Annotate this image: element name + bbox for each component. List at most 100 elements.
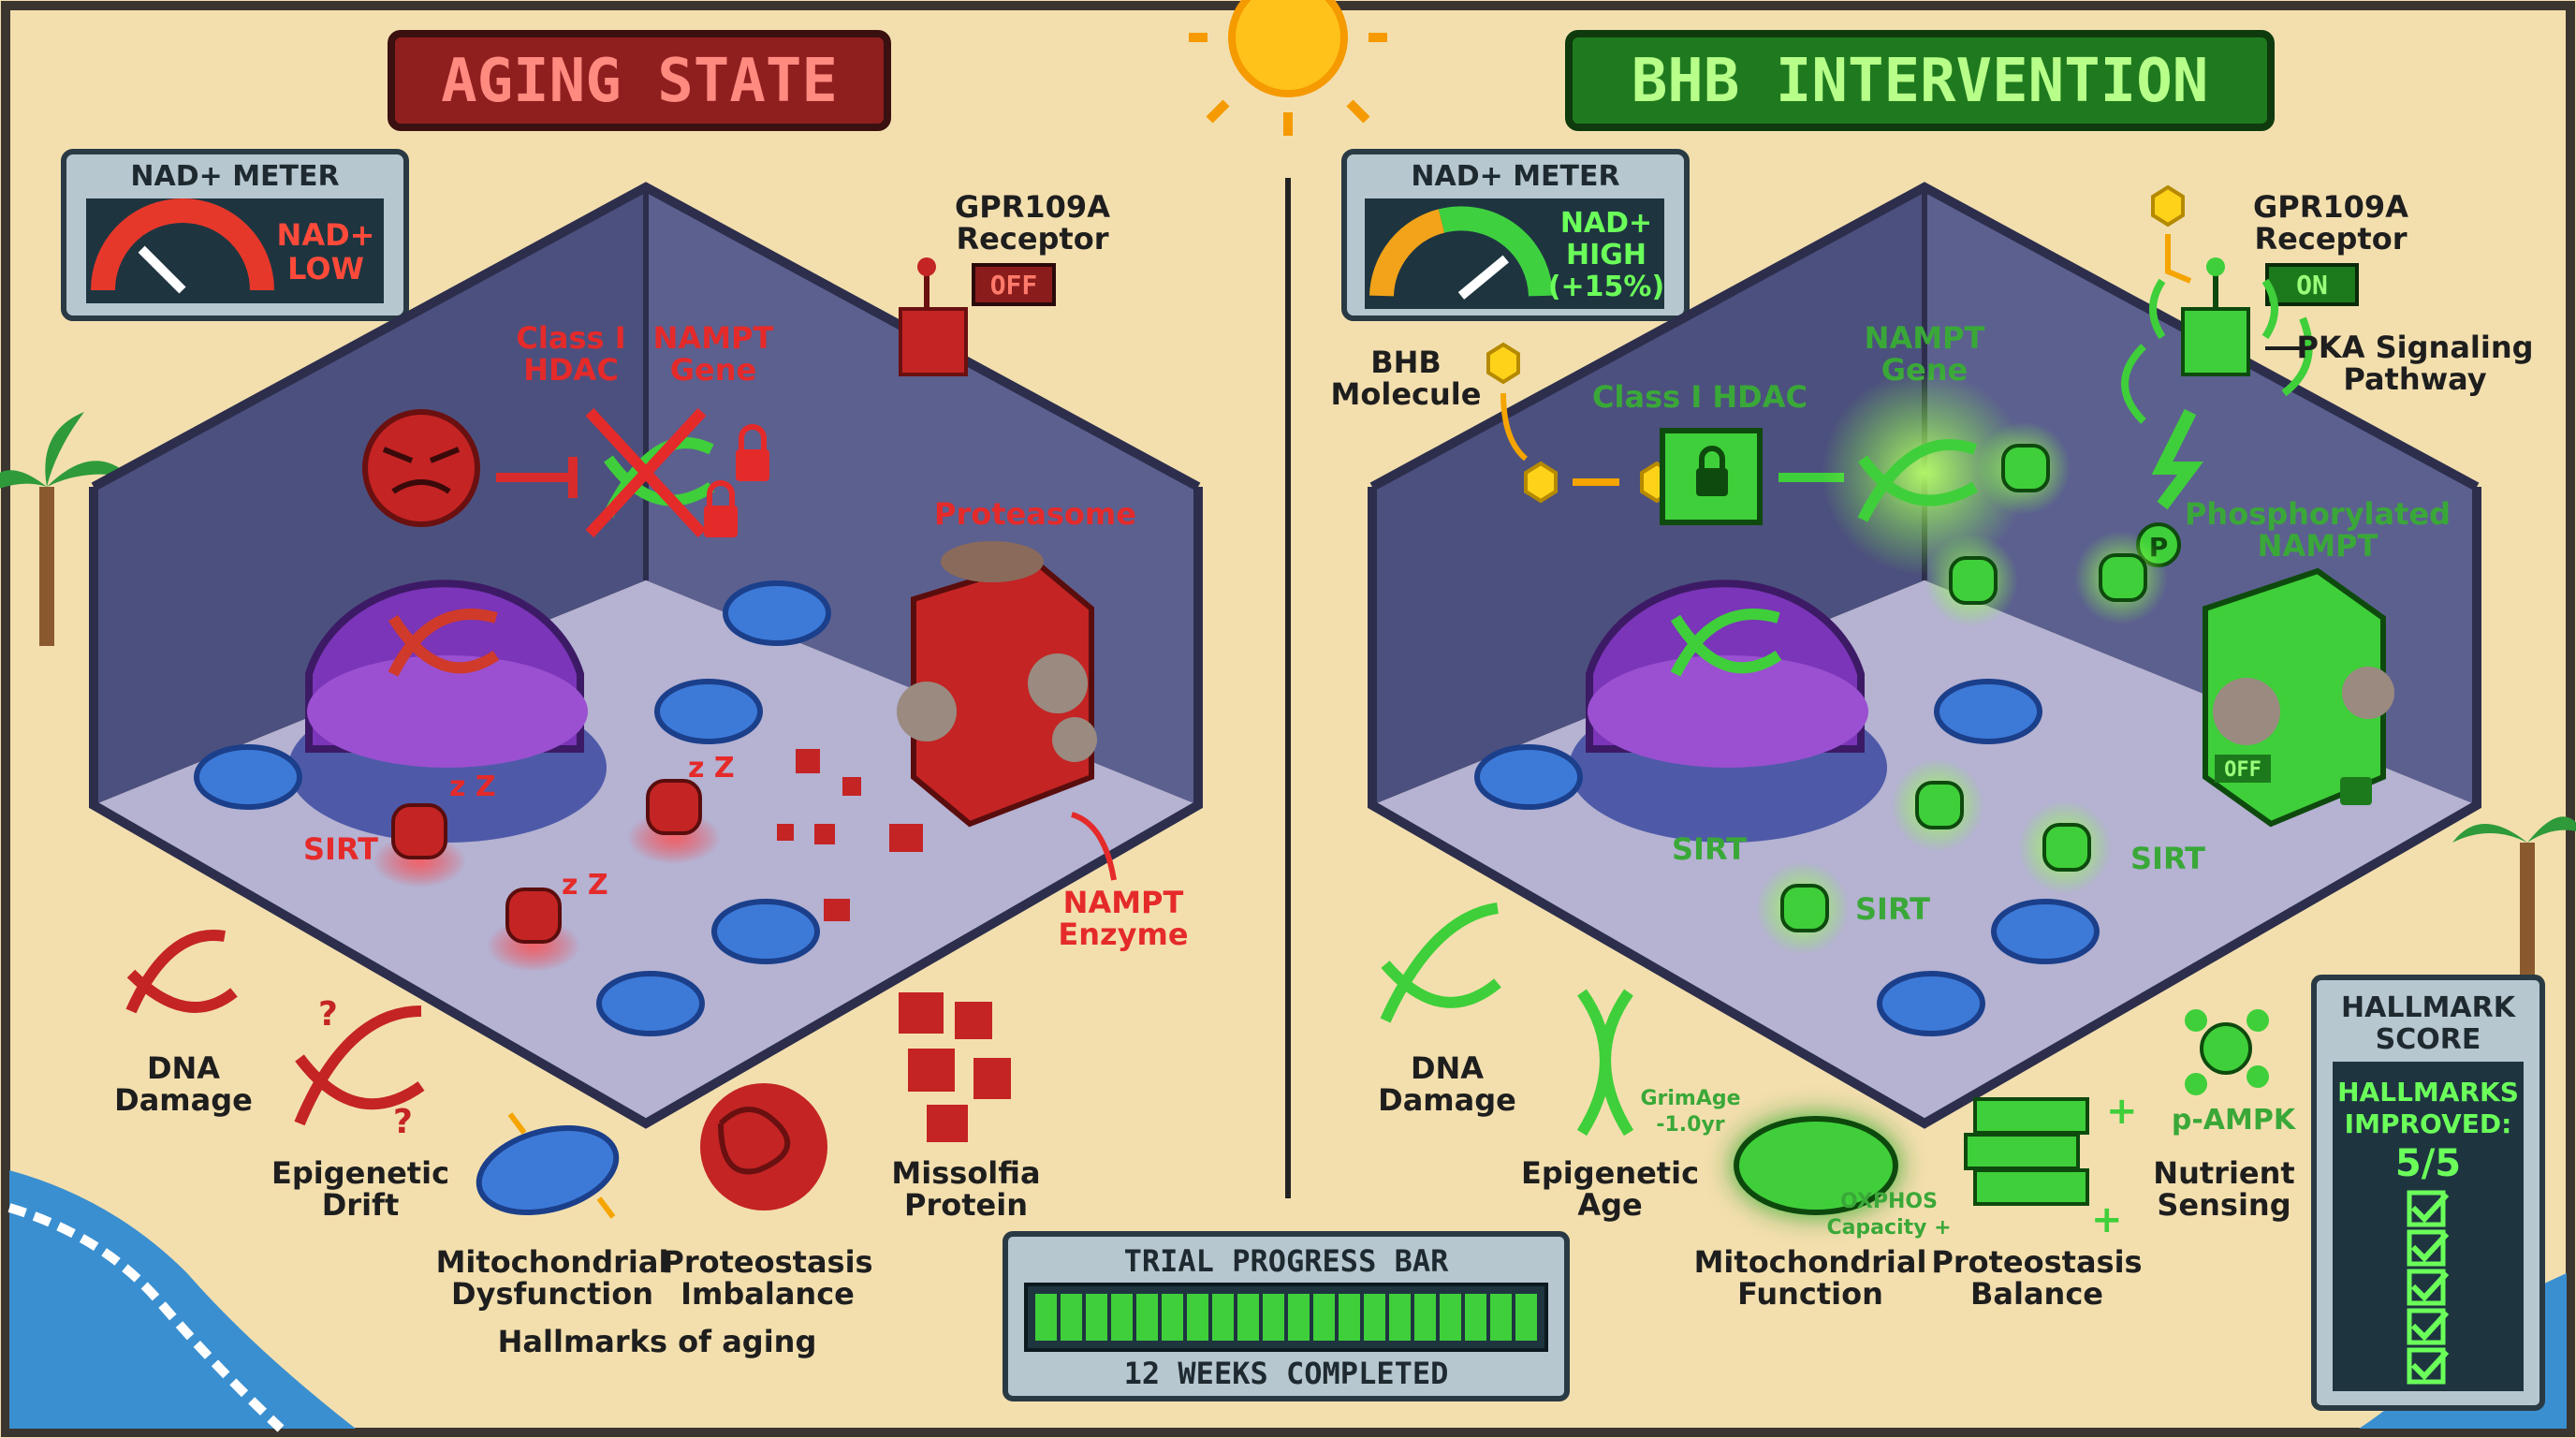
svg-text:12 WEEKS COMPLETED: 12 WEEKS COMPLETED: [1124, 1356, 1449, 1391]
svg-text:Phosphorylated: Phosphorylated: [2185, 496, 2451, 532]
svg-text:(+15%): (+15%): [1548, 271, 1664, 303]
svg-text:Dysfunction: Dysfunction: [451, 1276, 653, 1312]
svg-text:Damage: Damage: [114, 1082, 253, 1118]
score-value: 5/5: [2395, 1142, 2461, 1185]
check-mark: [2410, 1270, 2450, 1302]
svg-text:PKA Signaling: PKA Signaling: [2296, 330, 2533, 365]
progress-segment: [1339, 1294, 1360, 1341]
progress-segment: [1288, 1294, 1310, 1341]
svg-text:Molecule: Molecule: [1331, 376, 1482, 412]
gauge-arc: [91, 198, 274, 291]
progress-segment: [1440, 1294, 1461, 1341]
svg-text:Capacity +: Capacity +: [1826, 1216, 1951, 1240]
hallmark-score-panel: HALLMARK SCORE HALLMARKS IMPROVED: 5/5: [2311, 975, 2545, 1411]
svg-text:?: ?: [318, 995, 338, 1034]
svg-text:Mitochondrial: Mitochondrial: [436, 1244, 669, 1280]
svg-text:Missolfia: Missolfia: [891, 1155, 1040, 1191]
nucleus-right: [1569, 580, 1887, 843]
check-mark: [2410, 1231, 2450, 1263]
wave-left: [7, 1203, 285, 1432]
svg-text:Proteostasis: Proteostasis: [662, 1244, 872, 1280]
hallmark-epigenetic-drift-left: ? ? Epigenetic Drift: [271, 995, 449, 1223]
nad-meter-right: NAD+ METER NAD+ HIGH (+15%): [1341, 149, 1690, 321]
svg-text:HALLMARKS: HALLMARKS: [2337, 1077, 2519, 1108]
svg-text:Damage: Damage: [1378, 1082, 1516, 1118]
svg-text:NAMPT: NAMPT: [1865, 320, 1985, 356]
proteasome-left: [897, 541, 1097, 828]
progress-segment: [1490, 1294, 1512, 1341]
svg-text:+: +: [2091, 1198, 2123, 1241]
proteasome-right: OFF: [2203, 567, 2394, 828]
svg-text:p-AMPK: p-AMPK: [2172, 1104, 2297, 1137]
hallmark-nutrient-sensing-right: p-AMPK Nutrient Sensing: [2153, 1009, 2297, 1223]
svg-text:SIRT: SIRT: [1855, 891, 1930, 927]
svg-text:HIGH: HIGH: [1566, 239, 1647, 271]
lock-icon: [704, 480, 738, 537]
svg-text:Function: Function: [1737, 1276, 1883, 1312]
svg-text:Receptor: Receptor: [957, 221, 1109, 257]
progress-segment: [1515, 1294, 1537, 1341]
check-icon: [2407, 1229, 2446, 1267]
svg-text:NAD+: NAD+: [277, 217, 375, 253]
hallmark-epigenetic-age-right: GrimAge -1.0yr Epigenetic Age: [1521, 989, 1741, 1223]
hallmarks-caption: Hallmarks of aging: [498, 1324, 817, 1359]
hallmark-mitochondrial-dysfunction-left: Mitochondrial Dysfunction: [436, 1112, 669, 1312]
progress-segment: [1187, 1294, 1208, 1341]
check-icon: [2407, 1347, 2446, 1385]
svg-text:OFF: OFF: [2224, 758, 2261, 782]
svg-text:DNA: DNA: [1411, 1050, 1484, 1086]
receptor-status-on: ON: [2265, 263, 2359, 306]
arrow-icon: [1071, 812, 1117, 881]
svg-text:Gene: Gene: [670, 352, 756, 388]
progress-segment: [1364, 1294, 1385, 1341]
svg-text:HALLMARK: HALLMARK: [2341, 991, 2517, 1024]
hallmark-mitochondrial-function-right: OXPHOS Capacity + Mitochondrial Function: [1694, 1116, 1952, 1312]
svg-text:SIRT: SIRT: [1672, 831, 1747, 867]
svg-text:DNA: DNA: [147, 1050, 220, 1086]
protein-fragments: [777, 749, 923, 921]
svg-text:HDAC: HDAC: [523, 352, 619, 388]
sun-icon: [1189, 0, 1387, 136]
progress-segment: [1136, 1294, 1158, 1341]
svg-text:Protein: Protein: [904, 1187, 1028, 1223]
sirt-active-enzymes: [1756, 421, 2168, 955]
check-icon: [2407, 1308, 2446, 1345]
progress-segment: [1237, 1294, 1259, 1341]
progress-segment: [1212, 1294, 1234, 1341]
progress-segment: [1111, 1294, 1133, 1341]
hallmark-proteostasis-imbalance-left: Proteostasis Imbalance: [662, 1083, 873, 1312]
trial-progress-panel: TRIAL PROGRESS BAR 12 WEEKS COMPLETED: [1003, 1231, 1570, 1401]
mitochondria-left: [194, 580, 831, 1036]
svg-text:AGING STATE: AGING STATE: [441, 47, 838, 116]
bhb-intervention-title: BHB INTERVENTION: [1565, 30, 2275, 131]
score-checkboxes: [2407, 1190, 2450, 1385]
svg-text:z Z: z Z: [562, 869, 608, 902]
svg-text:GPR109A: GPR109A: [955, 189, 1110, 225]
nucleus-left: [288, 580, 607, 843]
svg-text:NAD+: NAD+: [1560, 207, 1652, 240]
svg-text:Epigenetic: Epigenetic: [1521, 1155, 1699, 1191]
check-mark: [2410, 1349, 2450, 1381]
svg-text:OFF: OFF: [990, 270, 1038, 301]
lock-icon: [736, 424, 769, 481]
svg-text:OXPHOS: OXPHOS: [1840, 1190, 1938, 1213]
progress-segment: [1035, 1294, 1057, 1341]
svg-text:NAD+ METER: NAD+ METER: [130, 160, 339, 193]
hdac-enzyme-icon: [362, 409, 578, 527]
svg-text:GPR109A: GPR109A: [2253, 189, 2408, 225]
svg-text:z Z: z Z: [449, 770, 496, 803]
svg-text:Drift: Drift: [322, 1187, 400, 1223]
svg-text:ON: ON: [2296, 270, 2328, 301]
svg-text:NAMPT: NAMPT: [2258, 528, 2378, 564]
check-icon: [2407, 1190, 2446, 1227]
svg-text:Nutrient: Nutrient: [2153, 1155, 2294, 1191]
svg-text:SIRT: SIRT: [303, 831, 378, 867]
svg-text:?: ?: [393, 1103, 413, 1141]
gpr109a-receptor-left: [899, 257, 968, 376]
aging-state-title: AGING STATE: [388, 30, 891, 131]
hdac-locked-box: [1660, 428, 1763, 525]
svg-text:Enzyme: Enzyme: [1058, 917, 1188, 952]
progress-segment: [1389, 1294, 1411, 1341]
svg-text:Epigenetic: Epigenetic: [271, 1155, 449, 1191]
